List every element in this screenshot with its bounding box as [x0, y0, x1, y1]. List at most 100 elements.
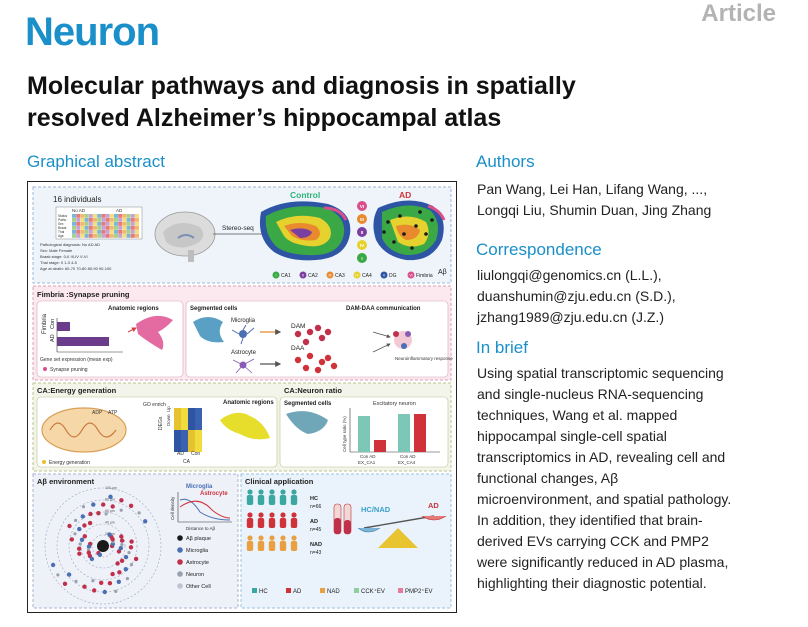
abeta-ylabel: Cell density [170, 496, 175, 520]
person-body [268, 541, 276, 551]
brief-line: transcriptomics in AD, revealing cell an… [477, 449, 726, 465]
correspondence-line[interactable]: duanshumin@zju.edu.cn (S.D.), [477, 288, 676, 304]
table-cell [118, 218, 123, 222]
stereo-seq-label: Stereo-seq [222, 225, 254, 232]
neuron-ylabel: Cell type ratio (%) [342, 416, 347, 452]
degs-heatmap [174, 408, 202, 452]
table-cell [88, 218, 93, 222]
env-cell [99, 580, 104, 585]
env-cell [88, 511, 93, 517]
journal-logo: Neuron [25, 10, 160, 54]
authors-heading: Authors [476, 152, 535, 171]
abeta-plaque-dot [402, 232, 406, 236]
region-marker [357, 201, 367, 211]
env-cell [62, 581, 68, 586]
neuron-bar [374, 440, 386, 452]
env-cell [119, 508, 123, 512]
brief-line: functional changes, Aβ [477, 470, 619, 486]
table-cell [97, 230, 102, 234]
table-cell [126, 218, 131, 222]
neuron-bar [398, 414, 410, 452]
env-cell [104, 512, 108, 516]
astrocyte-label: Astrocyte [231, 350, 257, 356]
astrocyte-cell-icon [232, 358, 255, 374]
env-cell [92, 588, 97, 593]
dam-cell [318, 334, 326, 342]
heatmap-cell [195, 430, 202, 436]
table-cell [76, 214, 81, 218]
article-type-label: Article [701, 0, 776, 27]
env-cell [86, 547, 91, 552]
clinical-panel [240, 473, 452, 609]
env-cell [110, 571, 115, 577]
title-line-2: resolved Alzheimer’s hippocampal atlas [27, 104, 502, 132]
atp-label: ATP [108, 410, 118, 416]
table-cell [97, 214, 102, 218]
table-cell [72, 214, 76, 218]
abeta-plaque-dot [386, 220, 390, 224]
table-cell [109, 222, 114, 226]
env-cell [119, 498, 124, 503]
env-cell [80, 514, 85, 519]
hc-n: n=66 [310, 504, 321, 510]
clinical-legend-label: NAD [327, 589, 340, 595]
table-cell [84, 222, 89, 226]
table-cell [97, 226, 102, 230]
region-legend-num: II [302, 274, 304, 278]
correspondence-line[interactable]: jzhang1989@zju.edu.cn (J.Z.) [477, 309, 664, 325]
table-cell [114, 226, 118, 230]
correspondence-line[interactable]: liulongqi@genomics.cn (L.L.), [477, 267, 662, 283]
table-cell [135, 214, 139, 218]
go-enrich-label: GO enrich [143, 402, 166, 408]
env-cell [86, 544, 92, 549]
region-legend-label: CA1 [281, 273, 291, 279]
table-cell [101, 226, 106, 230]
bar-con [57, 322, 70, 331]
heatmap-cell [188, 441, 195, 447]
region-marker [357, 227, 367, 237]
region-legend-dot [407, 271, 415, 279]
nad-n: n=43 [310, 550, 321, 556]
clinical-legend-label: PMP2⁺EV [405, 588, 433, 595]
heatmap-cell [195, 419, 202, 425]
env-cell [73, 532, 77, 536]
heatmap-cell [195, 413, 202, 419]
env-cell [96, 511, 101, 516]
person-body [268, 495, 276, 505]
region-legend-dot [272, 271, 280, 279]
abeta-legend-label: Other Cell [186, 584, 211, 590]
table-row-label: Thal [58, 230, 64, 234]
table-cell [130, 218, 135, 222]
table-cell [72, 234, 76, 238]
env-cell [67, 523, 72, 529]
table-cell [93, 214, 97, 218]
abeta-legend-label: Astrocyte [186, 560, 209, 566]
abeta-xlabel: Distance to Aβ [186, 526, 216, 531]
table-cell [84, 214, 89, 218]
table-cell [84, 234, 89, 238]
heatmap-cell [174, 441, 181, 447]
clinical-legend-label: AD [293, 589, 302, 595]
table-cell [118, 222, 123, 226]
fimbria-title: Fimbria :Synapse pruning [37, 290, 130, 299]
table-cell [122, 222, 127, 226]
table-cell [130, 230, 135, 234]
table-cell [97, 218, 102, 222]
env-cell [128, 503, 134, 508]
env-cell [125, 577, 129, 581]
abeta-plaque-dot [410, 246, 414, 250]
table-cell [114, 230, 118, 234]
region-legend-num: III [329, 274, 332, 278]
energy-anatomic-label: Anatomic regions [223, 400, 274, 406]
person-body [246, 541, 254, 551]
clinical-legend-swatch [286, 588, 291, 593]
heatmap-ad-label: AD [177, 451, 184, 457]
title-line-1: Molecular pathways and diagnosis in spat… [27, 72, 576, 100]
table-cell [105, 218, 110, 222]
paper-title: Molecular pathways and diagnosis in spat… [27, 70, 747, 134]
legend-line-5: Age at death: 60-70 70-80 80-90 90-100 [40, 266, 112, 271]
control-hippocampus-section [259, 201, 351, 261]
